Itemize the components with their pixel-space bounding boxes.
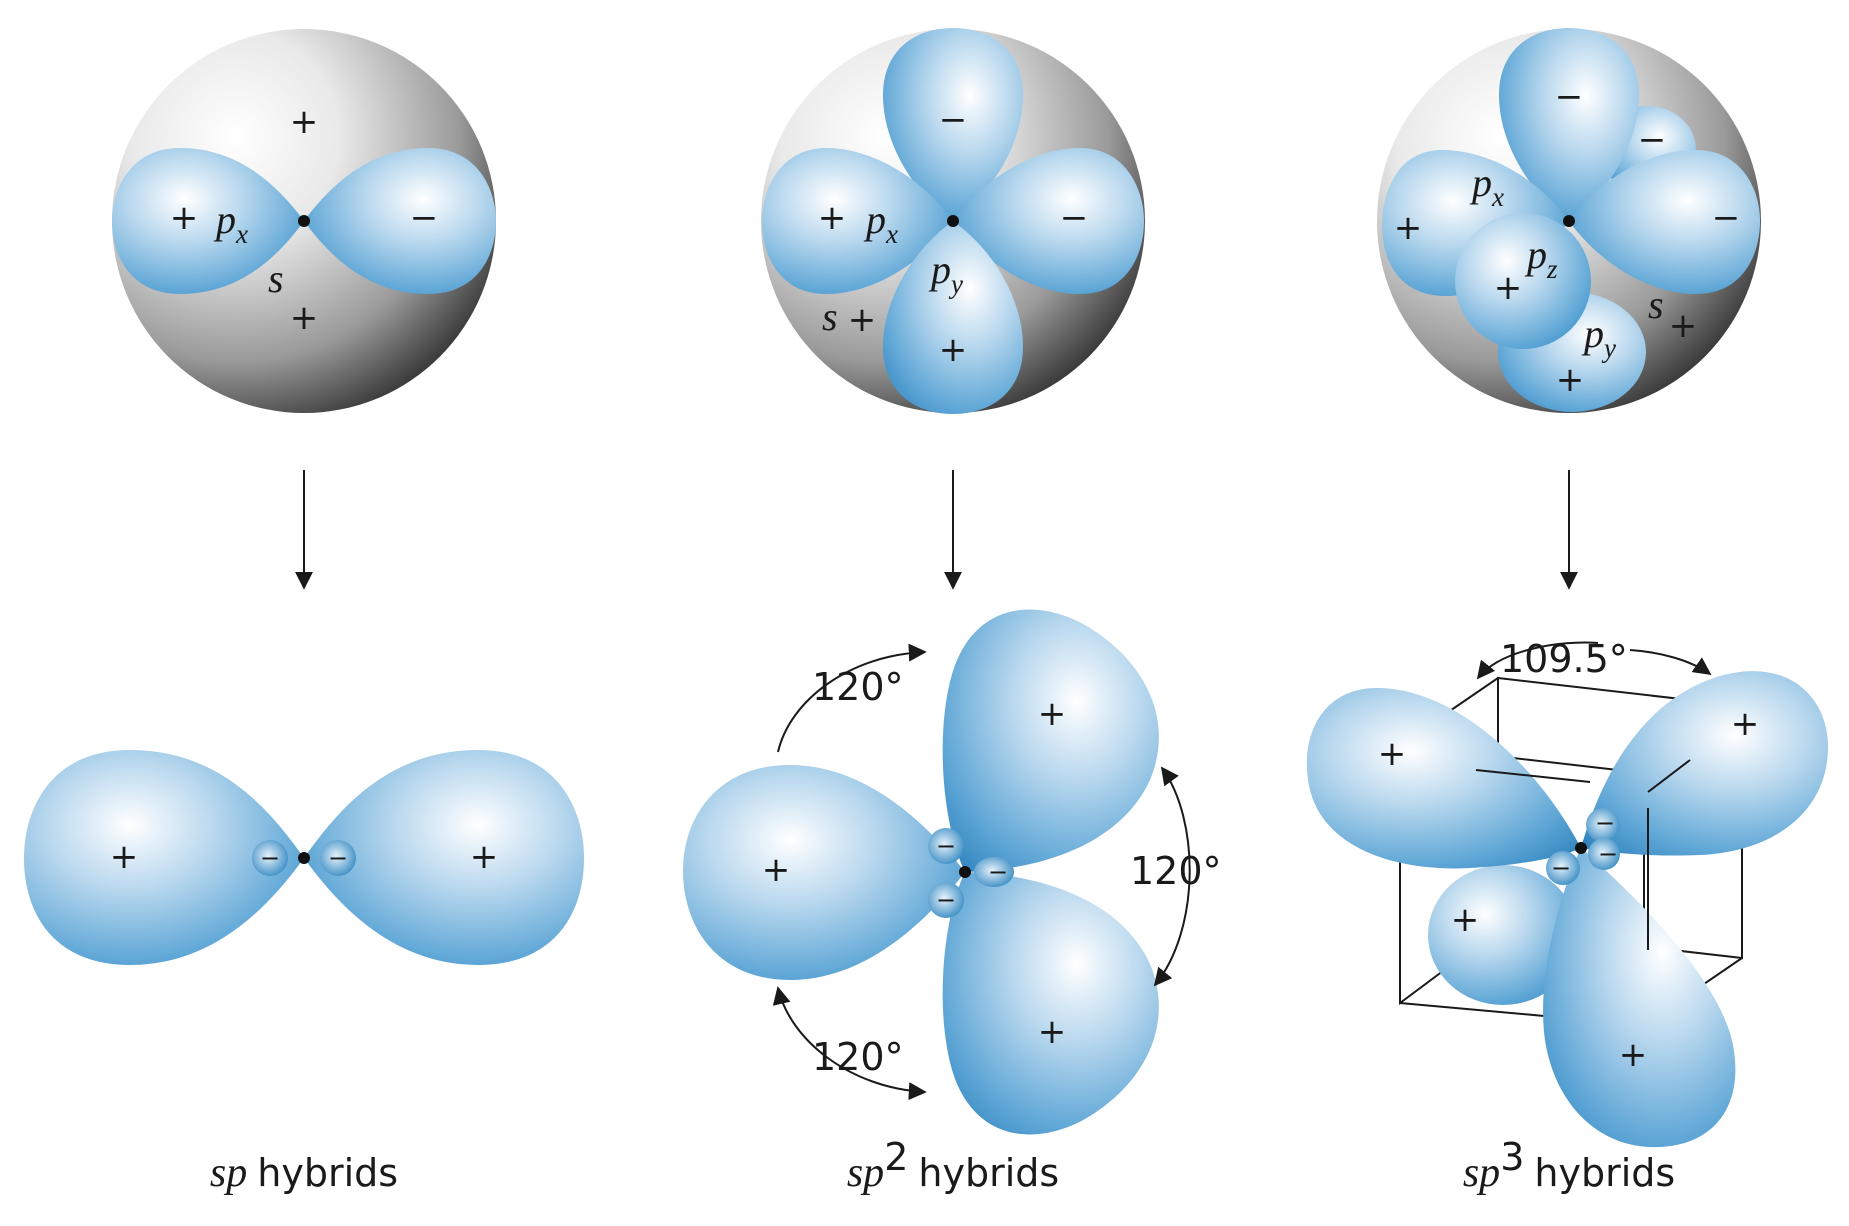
sp2-sign-lower: + [1038,1012,1067,1052]
px-sign-left: + [170,198,199,238]
sp3-hybrid-lobe-upper-left [1306,687,1581,869]
sign-top: − [1555,77,1584,117]
nucleus-dot [947,215,959,227]
sp-hybrid-lobe-left [24,750,304,965]
py-lobe-bottom [883,221,1023,414]
sp3-hybrid-lobe-lower-left [1428,865,1578,1005]
nucleus-dot [298,215,310,227]
px-label: px [213,197,248,249]
sp-sign-right: + [470,837,499,877]
sp2-sign-left: + [762,850,791,890]
pz-sign: + [1494,268,1523,308]
py-lobe-top [883,28,1023,221]
sp3-sign-upper-left: + [1378,734,1407,774]
sp2-hybrid-lobe-upper [942,609,1159,872]
s-label: s [822,294,838,339]
px-sign-right: − [410,198,439,238]
nucleus-dot [298,852,310,864]
sp2-column: − + − + + px py s + + + − − − [683,28,1222,1196]
sign-back: − [1638,120,1667,160]
sp2-small-sign-1: − [936,832,956,860]
px-sign-left: + [818,198,847,238]
angle-arc [1629,649,1712,676]
angle-label: 109.5° [1500,637,1628,681]
s-sign-bottom: + [290,298,319,338]
sp2-hybrid-lobe-lower [942,872,1159,1135]
sp2-small-sign-2: − [936,886,956,914]
sp2-hybrid-orbitals: + + + − − − 120° 120° 120° [683,609,1222,1135]
sp3-small-lobe-1 [1586,808,1620,842]
py-sign: + [1556,360,1585,400]
sp-small-lobe-right [320,840,356,876]
nucleus-dot [959,866,971,878]
sp-small-sign-right: − [328,844,348,872]
p-lobe-top [1499,28,1639,221]
s-label: s [1648,282,1664,327]
sp3-small-sign-1: − [1595,809,1615,837]
sign-left: + [1394,208,1423,248]
sp3-sign-upper-right: + [1731,704,1760,744]
sp3-small-lobe-2 [1546,851,1580,885]
sp3-small-sign-3: − [1598,840,1618,868]
py-label: py [1581,311,1616,363]
sp2-small-lobe-3 [974,857,1014,887]
p-lobe-right [1569,150,1760,294]
sp3-hybrid-orbitals: + + + + − − − 109.5° [1306,637,1829,1148]
sp3-hybrid-lobe-lower [1543,848,1736,1148]
py-sign-bottom: + [939,330,968,370]
sp2-small-lobe-1 [928,828,964,864]
angle-arc-bottom [772,986,927,1101]
angle-label-right: 120° [1130,849,1222,893]
px-sign-right: − [1060,198,1089,238]
sp-small-lobe-left [252,840,288,876]
sp3-sign-lower-left: + [1451,900,1480,940]
pz-lobe-front [1455,213,1591,349]
sp3-atomic-orbitals: − − − + + + + px pz py s [1377,28,1761,413]
angle-arc-top [777,643,927,753]
nucleus-dot [1575,842,1587,854]
sp2-sign-upper: + [1038,694,1067,734]
cube-front-edge [1475,769,1591,783]
px-label: px [1469,160,1504,212]
angle-label-top: 120° [812,665,904,709]
angle-arc [1476,641,1599,680]
s-sign-top: + [290,102,319,142]
pz-label: pz [1524,232,1558,284]
py-sign-top: − [939,100,968,140]
angle-arc-right [1153,766,1191,987]
px-lobe-left [762,148,953,294]
px-label: px [863,197,898,249]
s-sign: + [848,300,877,340]
nucleus-dot [1563,215,1575,227]
sp3-small-sign-2: − [1551,854,1571,882]
sp2-small-lobe-2 [928,882,964,918]
sp-atomic-orbitals: + + + − px s [112,29,496,413]
sp2-atomic-orbitals: − + − + + px py s [761,28,1145,414]
s-label: s [268,256,284,301]
sp2-hybrid-lobe-left [683,765,965,980]
s-sign: + [1669,306,1698,346]
px-lobe-left [112,148,304,294]
sign-right: − [1712,198,1741,238]
px-lobe-right [304,148,496,294]
sp-sign-left: + [110,837,139,877]
cube-front-edge [1647,759,1691,793]
sp3-hybrid-lobe-upper-right [1581,671,1829,856]
sp-small-sign-left: − [260,844,280,872]
py-label: py [928,247,963,299]
sp-hybrid-lobe-right [304,750,584,965]
sp2-small-sign-3: − [988,858,1008,886]
px-lobe-right [953,148,1144,294]
angle-label-bottom: 120° [812,1035,904,1079]
sp-hybrid-orbitals: + + − − [24,750,584,965]
sp3-small-lobe-3 [1588,838,1620,870]
sp3-column: − − − + + + + px pz py s [1306,28,1829,1196]
sp3-sign-lower: + [1619,1035,1648,1075]
